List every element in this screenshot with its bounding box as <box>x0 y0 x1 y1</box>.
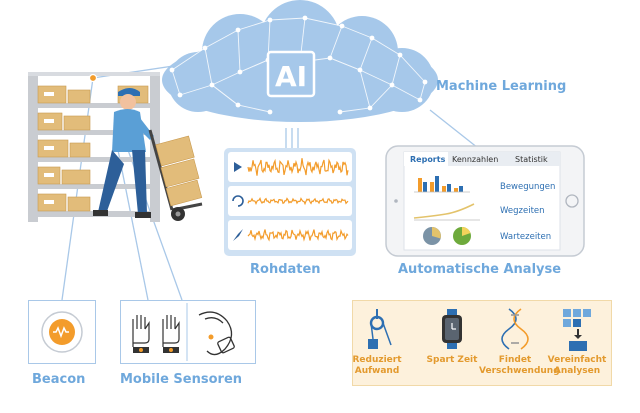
boxes-icon <box>563 309 591 351</box>
rotate-icon <box>232 195 244 207</box>
belt-sensor-icon <box>198 311 235 356</box>
rohdaten-label: Rohdaten <box>250 262 321 277</box>
dna-icon <box>501 308 529 350</box>
row-wartezeiten: Wartezeiten <box>500 232 552 242</box>
rohdaten-row <box>228 220 352 250</box>
report-charts <box>413 176 480 245</box>
watch-icon <box>442 309 462 349</box>
beacon-label: Beacon <box>32 372 86 387</box>
benefit-vereinfacht-analysen: Vereinfacht Analysen <box>547 355 607 376</box>
tab-statistik[interactable]: Statistik <box>515 155 548 164</box>
benefits-panel: Reduziert Aufwand Spart Zeit Findet Vers… <box>352 300 612 386</box>
benefit-findet-verschwendung: Findet Verschwendung <box>479 355 560 376</box>
tablet-home-button-icon <box>565 194 579 208</box>
benefit-spart-zeit: Spart Zeit <box>426 355 478 365</box>
beacon-panel <box>28 300 96 364</box>
sensor-icons <box>132 303 235 361</box>
sensors-label: Mobile Sensoren <box>120 372 243 387</box>
play-icon <box>234 162 242 172</box>
tab-reports[interactable]: Reports <box>410 155 446 164</box>
rohdaten-panel <box>224 148 356 256</box>
sensors-panel <box>120 300 256 364</box>
worker-icon <box>93 88 154 218</box>
tab-kennzahlen[interactable]: Kennzahlen <box>452 155 499 164</box>
rohdaten-row <box>228 152 352 182</box>
waveform-line <box>247 197 349 206</box>
ai-label: AI <box>275 60 307 93</box>
ai-cloud: AI <box>162 0 438 122</box>
row-bewegungen: Bewegungen <box>500 182 556 192</box>
glove-icon <box>132 315 180 347</box>
beacon-device-icon <box>41 311 83 353</box>
analysis-label: Automatische Analyse <box>398 262 562 277</box>
pulley-icon <box>368 309 392 349</box>
waveform-line <box>247 158 349 176</box>
benefit-reduziert-aufwand: Reduziert Aufwand <box>352 355 402 376</box>
beacon-dot-icon <box>88 73 98 83</box>
machine-learning-label: Machine Learning <box>436 79 567 94</box>
compass-icon <box>233 229 243 241</box>
row-wegzeiten: Wegzeiten <box>500 206 545 216</box>
benefit-icons <box>368 308 591 351</box>
waveform-line <box>247 228 349 242</box>
hand-truck-icon <box>148 129 203 221</box>
